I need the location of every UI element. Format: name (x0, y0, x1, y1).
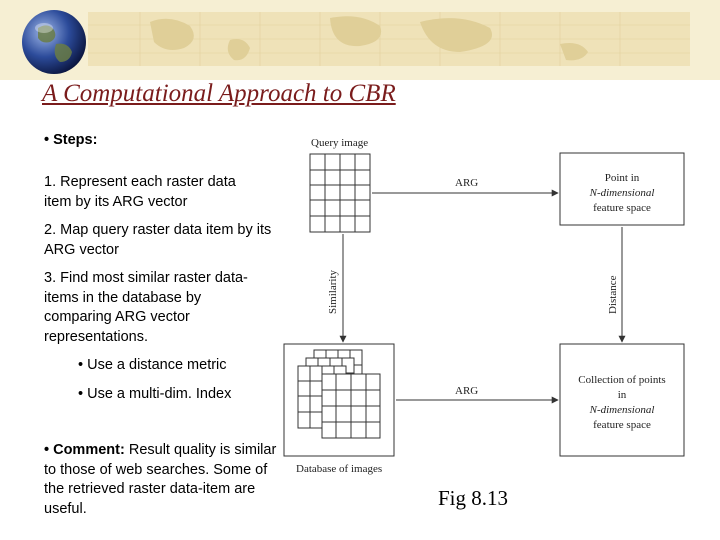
step-2: 2. Map query raster data item by its ARG… (44, 222, 272, 258)
point-box (559, 152, 685, 226)
query-image-grid (309, 153, 371, 233)
collection-box-line-4: feature space (593, 419, 651, 431)
sub-item-distance-metric: • Use a distance metric (78, 357, 227, 373)
world-map-background (0, 0, 720, 80)
collection-box (559, 343, 685, 457)
point-box-line-3: feature space (593, 202, 651, 214)
point-box-line-1: Point in (605, 172, 640, 184)
step-1: 1. Represent each raster data item by it… (44, 174, 236, 210)
collection-box-line-1: Collection of points (578, 374, 665, 386)
collection-box-line-2: in (618, 389, 627, 401)
query-image-label: Query image (311, 137, 368, 149)
header-banner (0, 0, 720, 80)
database-label: Database of images (296, 463, 382, 475)
similarity-label: Similarity (327, 270, 339, 315)
point-box-line-2: N-dimensional (589, 187, 655, 199)
collection-box-line-3: N-dimensional (589, 404, 655, 416)
steps-heading: • Steps: (44, 132, 98, 148)
sub-item-multi-dim-index: • Use a multi-dim. Index (78, 386, 232, 402)
slide-title: A Computational Approach to CBR (42, 80, 396, 107)
distance-label: Distance (607, 275, 619, 314)
database-image-stack (297, 349, 381, 439)
globe-icon (22, 10, 86, 74)
comment: • Comment: Result quality is similar to … (44, 442, 277, 517)
arg-label-top: ARG (455, 177, 478, 189)
step-3: 3. Find most similar raster data-items i… (44, 270, 248, 345)
arg-label-bottom: ARG (455, 385, 478, 397)
figure-label: Fig 8.13 (438, 486, 509, 510)
